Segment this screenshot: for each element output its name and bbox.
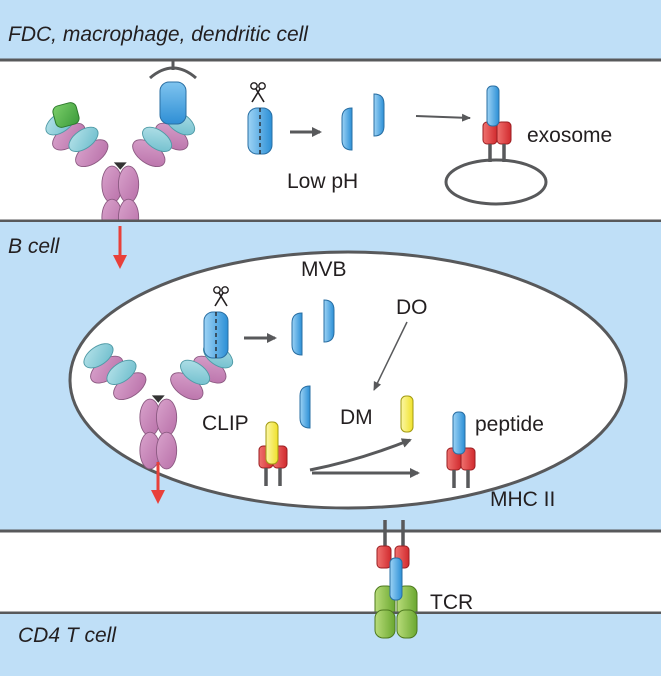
receptor-bound-antigen <box>149 60 197 125</box>
mhc-peptide-complex <box>445 411 477 490</box>
arrow-do-to-dm <box>373 321 408 391</box>
exosome-label: exosome <box>527 124 612 147</box>
mvb-compartment <box>68 250 628 510</box>
apc-membrane-panel <box>0 0 661 62</box>
t-cell-panel <box>0 611 661 676</box>
dm-label: DM <box>340 406 373 429</box>
antigen-being-cleaved-mvb <box>203 285 229 359</box>
antigen-being-cleaved <box>247 82 273 155</box>
arrow-to-exosome <box>415 113 471 122</box>
mhc-clip-complex <box>257 421 289 488</box>
complement-tag-icon <box>52 102 80 128</box>
t-cell-label: CD4 T cell <box>18 624 117 647</box>
exosome-mhc-complex <box>444 85 548 206</box>
clip-label: CLIP <box>202 412 249 435</box>
antibody-top <box>41 102 200 237</box>
clip-released <box>400 395 414 433</box>
scissors-icon <box>250 82 267 103</box>
tcr-label: TCR <box>430 591 473 614</box>
cleaved-antigen-top <box>341 93 385 151</box>
apc-panel-label: FDC, macrophage, dendritic cell <box>8 23 309 46</box>
b-cell-label: B cell <box>8 235 61 258</box>
do-label: DO <box>396 296 428 319</box>
mhc-ii-label: MHC II <box>490 488 555 511</box>
antigen-fragment <box>299 385 311 429</box>
arrow-clip-release <box>309 438 412 472</box>
peptide-label: peptide <box>475 413 544 436</box>
low-ph-label: Low pH <box>287 170 358 193</box>
mvb-label: MVB <box>301 258 347 281</box>
